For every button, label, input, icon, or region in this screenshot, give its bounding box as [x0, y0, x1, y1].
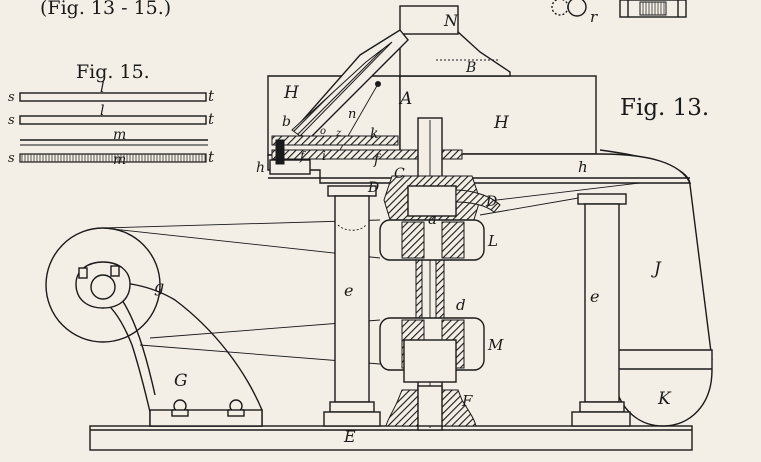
foot-F — [385, 385, 477, 427]
label-F: F — [461, 392, 473, 410]
label-J: J — [651, 259, 662, 279]
fig15-s1: s — [8, 90, 15, 105]
frame-H — [267, 75, 692, 184]
label-f-left: f — [299, 149, 307, 163]
label-e-right: e — [590, 287, 599, 306]
label-H-left: H — [283, 83, 300, 103]
bearing-block — [75, 261, 131, 309]
spindle-a — [415, 117, 445, 431]
fig15-t2: t — [208, 110, 215, 128]
label-h-right: h — [578, 158, 588, 176]
column-left-e — [323, 185, 381, 427]
caption-fig13: Fig. 13. — [620, 95, 709, 121]
label-E: E — [343, 427, 356, 446]
label-g: g — [154, 277, 164, 296]
label-a: a — [428, 210, 437, 228]
label-B: B — [465, 60, 476, 76]
label-b: b — [282, 114, 291, 130]
fig15-t3: t — [208, 148, 215, 166]
label-d: d — [456, 296, 466, 314]
label-M: M — [487, 336, 504, 354]
column-right-e — [571, 193, 631, 427]
label-C: C — [394, 166, 405, 182]
label-K: K — [657, 389, 672, 409]
caption-top: (Fig. 13 - 15.) — [40, 0, 171, 19]
label-e-left: e — [344, 281, 353, 300]
fig15-t1: t — [208, 87, 215, 105]
label-f-right: f — [373, 152, 382, 168]
plate-f — [271, 149, 463, 160]
label-A: A — [398, 89, 412, 109]
fig15-l1: l — [100, 80, 104, 96]
label-r: r — [590, 8, 598, 26]
plate-k — [271, 135, 399, 146]
label-i: i — [322, 149, 326, 163]
hood-B — [399, 31, 511, 77]
label-o: o — [320, 126, 326, 137]
label-L: L — [487, 232, 498, 250]
fig15-s2: s — [8, 113, 15, 128]
fig15-s3: s — [8, 151, 15, 166]
caption-fig15: Fig. 15. — [76, 61, 150, 83]
label-n: n — [348, 107, 356, 122]
label-z: z — [335, 128, 342, 139]
collar-D — [383, 175, 501, 227]
label-N: N — [443, 11, 459, 30]
fig15-m1: m — [113, 127, 126, 143]
label-D-right: D — [485, 194, 497, 210]
pulley-L — [379, 219, 485, 261]
fig15-rods — [19, 92, 208, 163]
fig15-l2: l — [100, 103, 104, 119]
top-right-partial-parts — [551, 0, 687, 18]
label-k: k — [370, 126, 378, 142]
label-H-right: H — [493, 113, 510, 133]
label-D-left: D — [367, 180, 379, 196]
bracket-G — [86, 281, 263, 427]
label-h-left: h — [256, 160, 265, 176]
fig15-m2: m — [113, 152, 126, 168]
cap-N — [399, 5, 459, 35]
pulley-M — [379, 317, 485, 383]
label-G: G — [174, 371, 188, 391]
feeder-tube — [291, 29, 409, 151]
